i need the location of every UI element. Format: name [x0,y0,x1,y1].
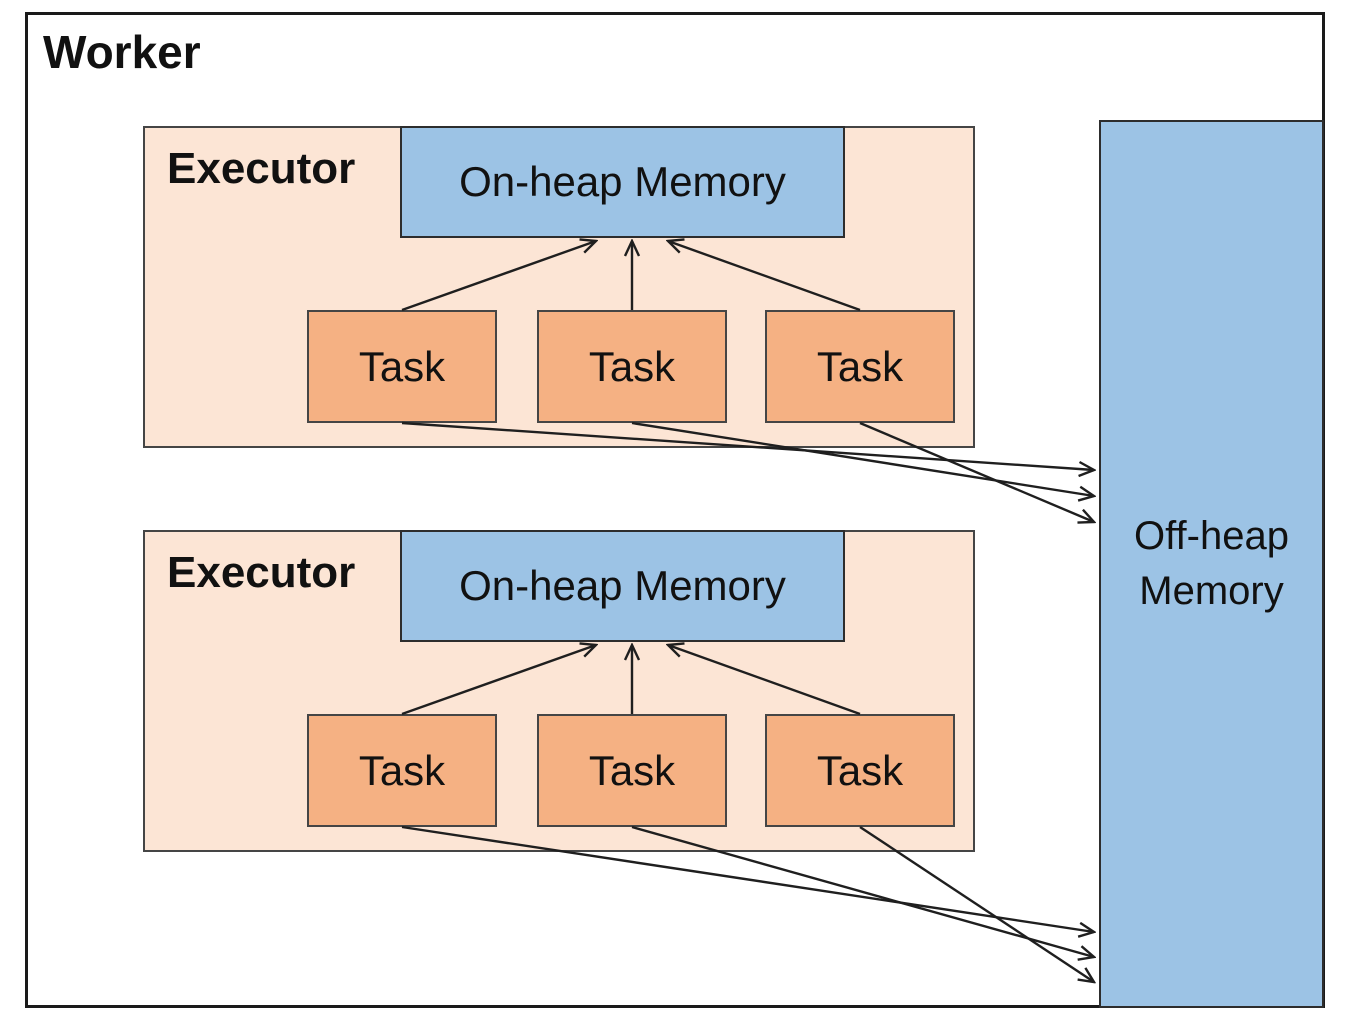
task-box: Task [307,310,497,423]
task-box: Task [765,714,955,827]
off-heap-label-line1: Off-heap [1134,514,1289,558]
on-heap-memory-box: On-heap Memory [400,530,845,642]
task-box: Task [765,310,955,423]
executor-box-2: Executor On-heap Memory Task Task Task [143,530,975,852]
executor-label: Executor [167,548,356,597]
worker-label: Worker [43,26,201,78]
on-heap-memory-box: On-heap Memory [400,126,845,238]
task-box: Task [537,310,727,423]
executor-box-1: Executor On-heap Memory Task Task Task [143,126,975,448]
off-heap-label-line2: Memory [1139,569,1284,613]
executor-label: Executor [167,144,356,193]
task-box: Task [307,714,497,827]
off-heap-memory-box: Off-heap Memory [1099,120,1324,1008]
task-box: Task [537,714,727,827]
